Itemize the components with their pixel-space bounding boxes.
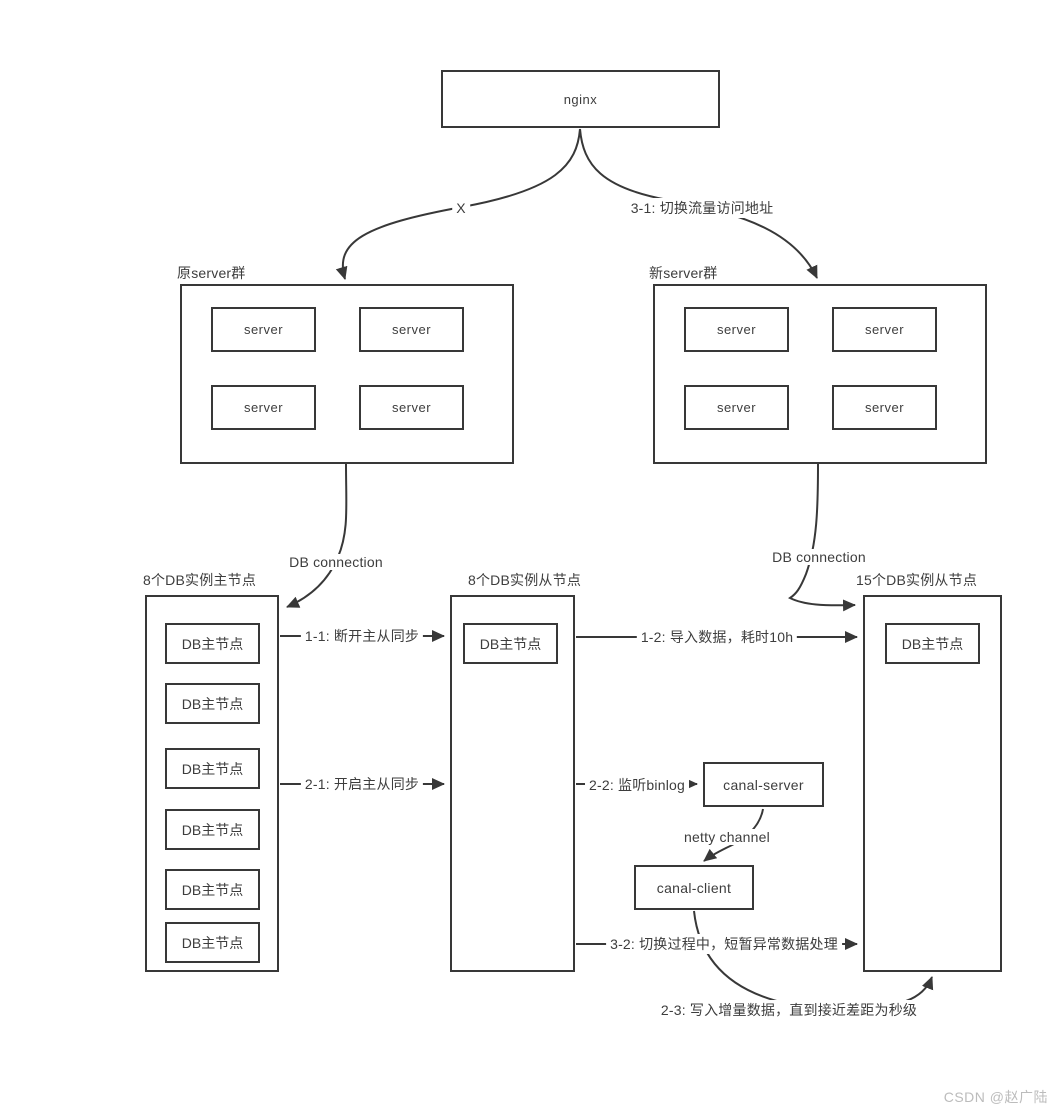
db-master-node: DB主节点 xyxy=(885,623,980,664)
edge-label-3-2: 3-2: 切换过程中，短暂异常数据处理 xyxy=(606,934,842,954)
edge-label-2-2: 2-2: 监听binlog xyxy=(585,775,689,795)
edge-old-dbleft xyxy=(286,463,348,608)
edge-label-2-1: 2-1: 开启主从同步 xyxy=(300,774,424,794)
db-master-node: DB主节点 xyxy=(165,748,260,789)
nginx-label: nginx xyxy=(563,91,598,107)
server-node: server xyxy=(359,307,464,352)
db-master-node: DB主节点 xyxy=(165,922,260,963)
csdn-watermark: CSDN @赵广陆 xyxy=(943,1089,1048,1105)
server-node: server xyxy=(684,307,789,352)
edge-label-netty-channel: netty channel xyxy=(680,829,774,845)
server-node: server xyxy=(359,385,464,430)
db-master-node: DB主节点 xyxy=(463,623,558,664)
db-master-node: DB主节点 xyxy=(165,683,260,724)
db-right-title: 15个DB实例从节点 xyxy=(856,572,978,588)
server-node: server xyxy=(211,385,316,430)
edge-new-dbright xyxy=(788,463,856,612)
db-master-node: DB主节点 xyxy=(165,623,260,664)
db-master-node: DB主节点 xyxy=(165,869,260,910)
edge-label-switch-traffic: 3-1: 切换流量访问地址 xyxy=(626,198,778,218)
new-cluster-title: 新server群 xyxy=(649,265,718,281)
server-node: server xyxy=(684,385,789,430)
server-node: server xyxy=(832,307,937,352)
canal-server-node: canal-server xyxy=(703,762,824,807)
edge-label-x: X xyxy=(452,200,470,216)
server-node: server xyxy=(211,307,316,352)
nginx-node: nginx xyxy=(441,70,720,128)
edge-label-db-connection-right: DB connection xyxy=(768,549,870,565)
edge-label-db-connection-left: DB connection xyxy=(285,554,387,570)
old-cluster-title: 原server群 xyxy=(177,265,246,281)
db-middle-title: 8个DB实例从节点 xyxy=(468,572,582,588)
edge-label-1-1: 1-1: 断开主从同步 xyxy=(300,626,424,646)
server-node: server xyxy=(832,385,937,430)
edge-label-1-2: 1-2: 导入数据，耗时10h xyxy=(636,627,798,647)
edge-netty xyxy=(703,808,764,862)
edge-label-2-3: 2-3: 写入增量数据，直到接近差距为秒级 xyxy=(656,1000,922,1020)
db-master-node: DB主节点 xyxy=(165,809,260,850)
canal-client-node: canal-client xyxy=(634,865,754,910)
db-left-title: 8个DB实例主节点 xyxy=(143,572,257,588)
